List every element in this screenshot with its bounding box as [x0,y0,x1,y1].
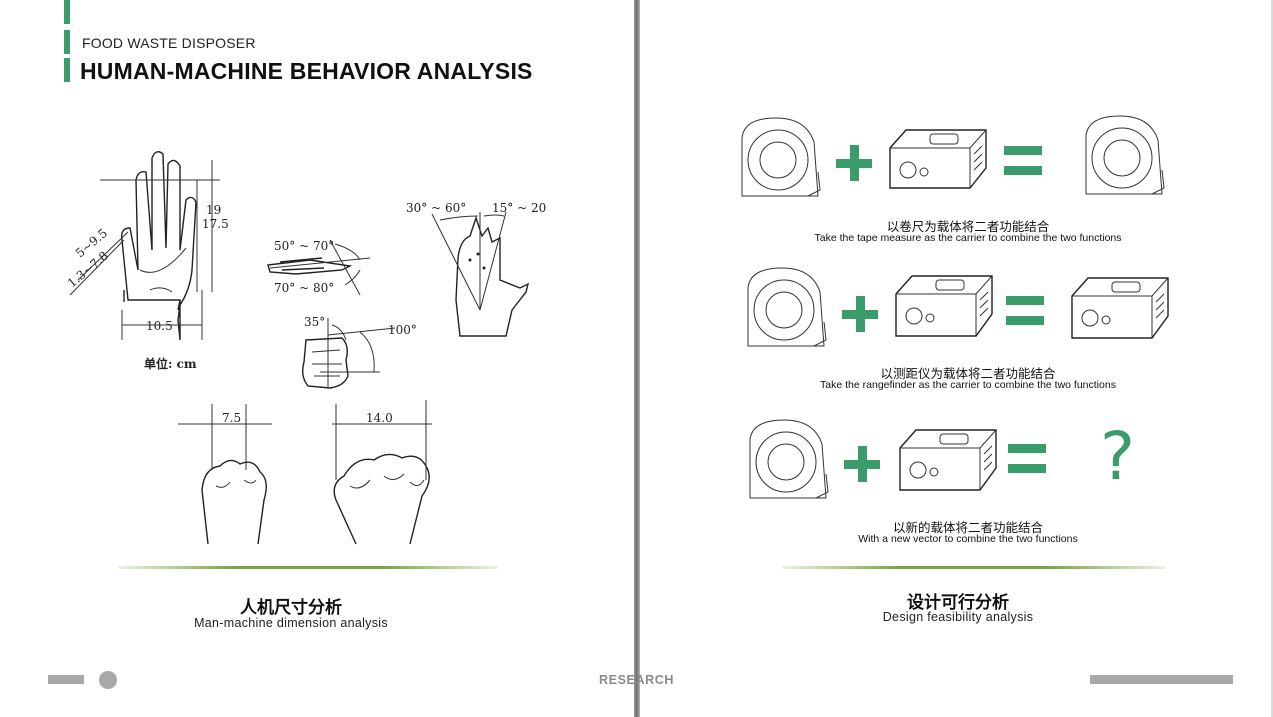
equals-icon [1004,146,1042,178]
row-caption-cn: 以卷尺为载体将二者功能结合 [886,219,1050,234]
dimension-label: 50° ~ 70° [274,239,334,253]
question-mark: ? [1100,418,1136,495]
row-caption-en: With a new vector to combine the two fun… [858,533,1078,545]
hand-dimension-illustration: 19 17.5 5~9.5 1.3~7.8 10.5 单位: cm 50° ~ … [65,151,546,545]
dimension-label: 19 [206,203,221,217]
result-rangefinder-icon [1071,277,1169,339]
unit-label: 单位: cm [144,356,197,371]
row-caption-cn: 以测距仪为载体将二者功能结合 [880,366,1056,381]
row-caption-en: Take the rangefinder as the carrier to c… [820,379,1116,391]
accent-bar [64,30,70,54]
dimension-label: 30° ~ 60° [406,201,466,215]
footer-bar [1090,675,1233,684]
equals-icon [1006,296,1044,328]
footer-dot [99,671,117,689]
dimension-label: 14.0 [366,411,393,425]
section-subtitle-en: Design feasibility analysis [882,610,1034,624]
rangefinder-icon [899,429,997,491]
tape-measure-icon [747,267,827,347]
plus-icon [844,446,880,482]
left-page: FOOD WASTE DISPOSER HUMAN-MACHINE BEHAVI… [0,0,634,717]
result-tape-measure-icon [1085,115,1165,195]
rangefinder-icon [895,275,993,337]
tape-measure-icon [741,117,821,197]
dimension-label: 100° [388,323,417,337]
fist-sketch [301,318,396,389]
right-page: 以卷尺为载体将二者功能结合 Take the tape measure as t… [640,0,1273,717]
section-title-cn: 设计可行分析 [907,593,1009,613]
dimension-label: 70° ~ 80° [274,281,334,295]
wrist-sketch [431,211,530,337]
page-edge [1271,0,1273,717]
section-divider [782,566,1166,569]
dimension-label: 35° [304,315,325,329]
section-divider [118,566,498,569]
equals-icon [1008,444,1046,476]
kicker-text: FOOD WASTE DISPOSER [82,35,256,51]
accent-bar [64,58,70,82]
book-spine [634,0,640,717]
side-hand-sketch [267,239,371,296]
footer-label: RESEARCH [599,673,674,687]
accent-bar [64,0,70,24]
dimension-label: 17.5 [202,217,229,231]
dimension-label: 10.5 [146,319,173,333]
row-caption-cn: 以新的载体将二者功能结合 [892,520,1043,535]
grip-left-sketch [178,404,272,545]
plus-icon [842,296,878,332]
plus-icon [836,145,872,181]
section-title-cn: 人机尺寸分析 [240,598,342,618]
dimension-label: 7.5 [222,411,241,425]
row-caption-en: Take the tape measure as the carrier to … [814,232,1122,244]
open-palm-sketch [69,151,220,341]
footer-bar [48,675,84,684]
page-title: HUMAN-MACHINE BEHAVIOR ANALYSIS [80,58,533,84]
section-subtitle-en: Man-machine dimension analysis [194,616,388,630]
tape-measure-icon [749,419,829,499]
grip-right-sketch [332,400,432,545]
rangefinder-icon [889,129,987,189]
dimension-label: 15° ~ 20 [492,201,546,215]
